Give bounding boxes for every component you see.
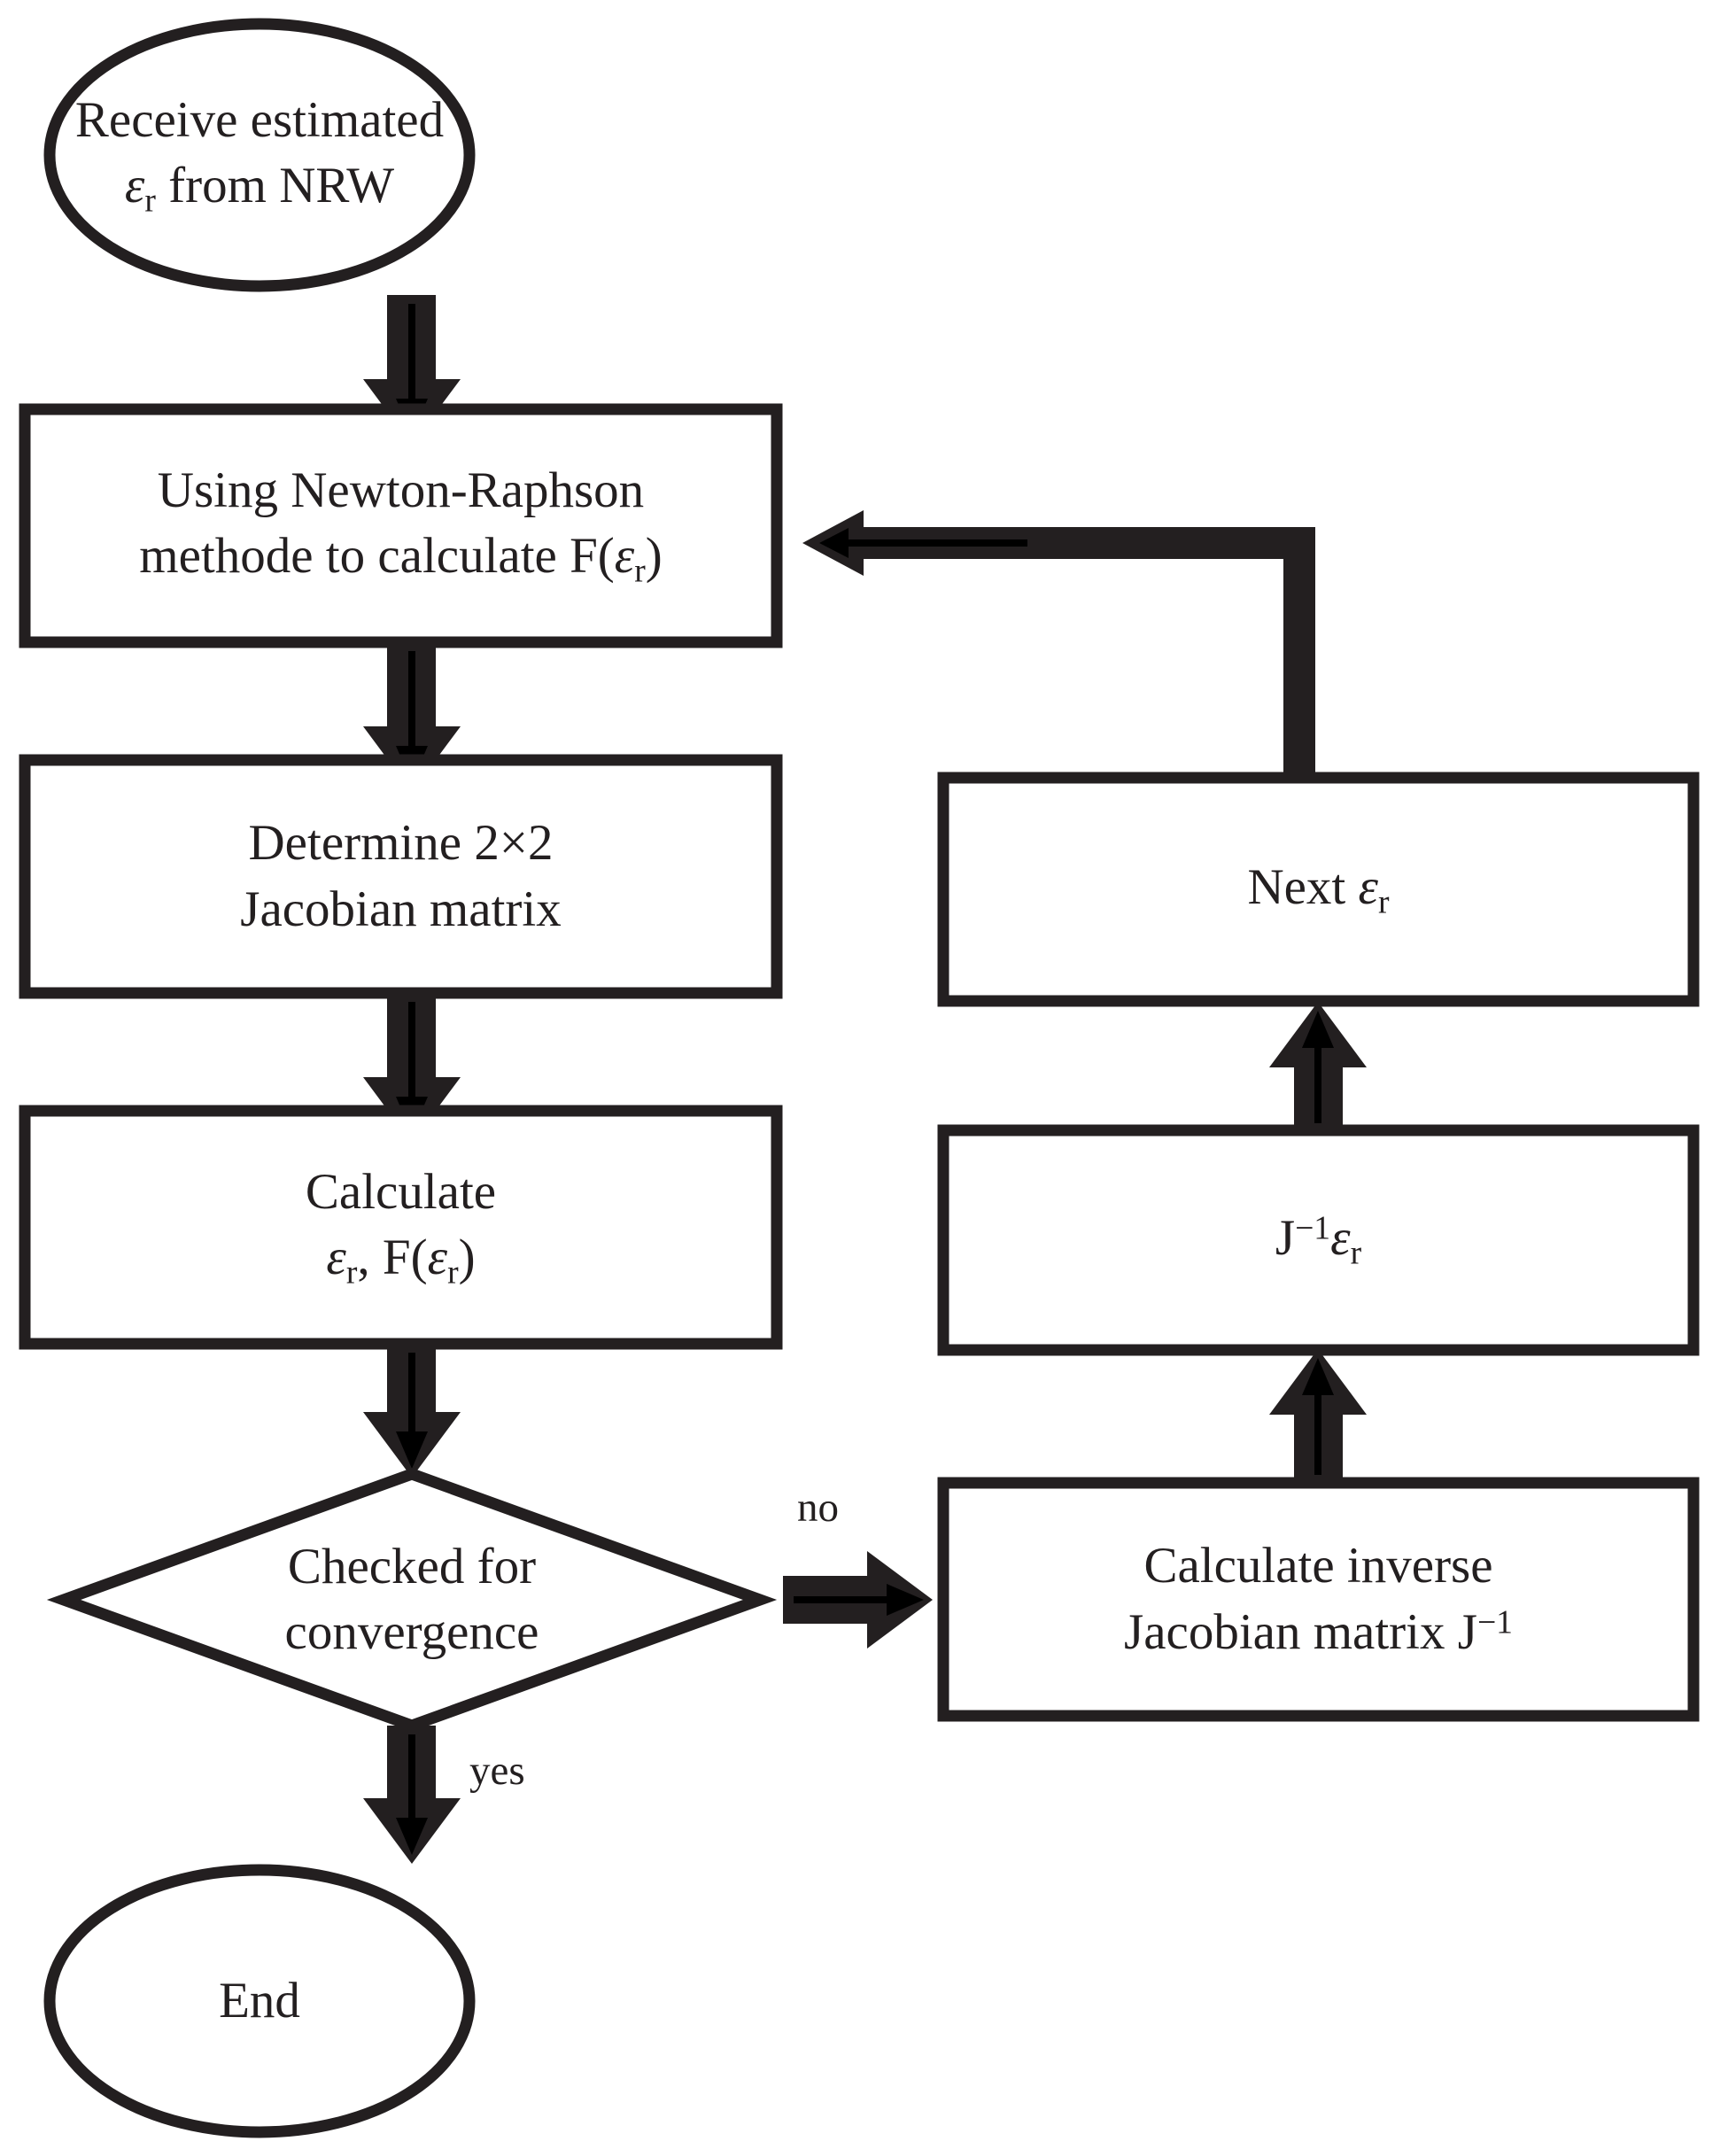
node-inverse-jacobian[interactable] xyxy=(937,1477,1700,1722)
edge-label-no: no xyxy=(797,1485,839,1531)
node-determine-jacobian[interactable] xyxy=(19,754,783,999)
node-end[interactable] xyxy=(43,1864,476,2138)
arrow-convergence-to-inverse-jacobian xyxy=(783,1551,933,1649)
node-calculate[interactable] xyxy=(19,1105,783,1350)
arrow-calculate-to-convergence xyxy=(363,1344,461,1478)
arrow-feedback-loop xyxy=(802,510,1315,778)
node-jinv-eps[interactable] xyxy=(937,1124,1700,1356)
arrow-inverse-jacobian-to-jinv-eps xyxy=(1269,1349,1367,1483)
node-receive-estimated[interactable] xyxy=(43,18,476,292)
node-newton-raphson[interactable] xyxy=(19,403,783,648)
arrow-jinv-eps-to-next-eps xyxy=(1269,1002,1367,1130)
node-next-eps[interactable] xyxy=(937,772,1700,1007)
edge-label-yes: yes xyxy=(469,1748,525,1794)
arrow-convergence-to-end xyxy=(363,1726,461,1864)
node-convergence-decision[interactable] xyxy=(46,1468,778,1732)
